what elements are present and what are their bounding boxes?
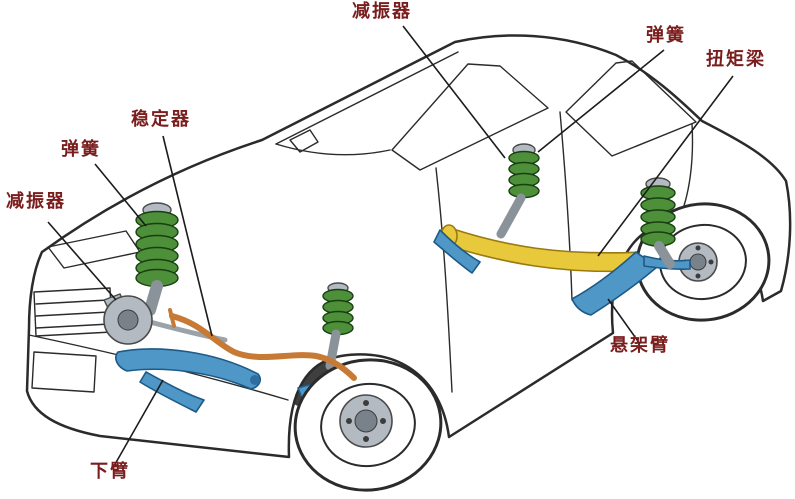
front-hub-assembly <box>103 293 228 345</box>
leader-suspension-arm <box>607 298 641 345</box>
label-lower-arm: 下臂 <box>90 461 130 482</box>
front-door-window <box>391 63 549 171</box>
leader-stabilizer <box>162 135 213 337</box>
label-suspension-arm: 悬架臂 <box>610 335 670 356</box>
side-mirror <box>289 129 319 153</box>
leader-torsion-beam <box>597 75 734 257</box>
rear-strut-far <box>496 143 540 239</box>
leader-spring-rear <box>537 49 665 153</box>
leader-shock-rear <box>402 25 506 159</box>
license-plate <box>31 351 97 393</box>
leader-spring-front <box>94 163 147 227</box>
leader-lines <box>47 25 734 467</box>
front-wheel <box>293 358 443 492</box>
leader-shock-front <box>47 221 117 301</box>
label-shock-absorber-rear: 减振器 <box>352 1 412 22</box>
front-lower-arm <box>115 348 261 413</box>
leader-lower-arm <box>113 379 164 467</box>
rear-trailing-arm-far <box>433 229 481 274</box>
front-strut-near <box>135 202 179 316</box>
rear-strut-near <box>640 177 676 269</box>
label-spring-front: 弹簧 <box>61 139 101 160</box>
label-spring-rear: 弹簧 <box>646 25 686 46</box>
label-torsion-beam: 扭矩梁 <box>706 49 766 70</box>
rear-door-window <box>565 60 697 157</box>
stabilizer-bar <box>168 308 357 381</box>
label-stabilizer: 稳定器 <box>131 109 191 130</box>
label-shock-absorber-front: 减振器 <box>6 191 66 212</box>
